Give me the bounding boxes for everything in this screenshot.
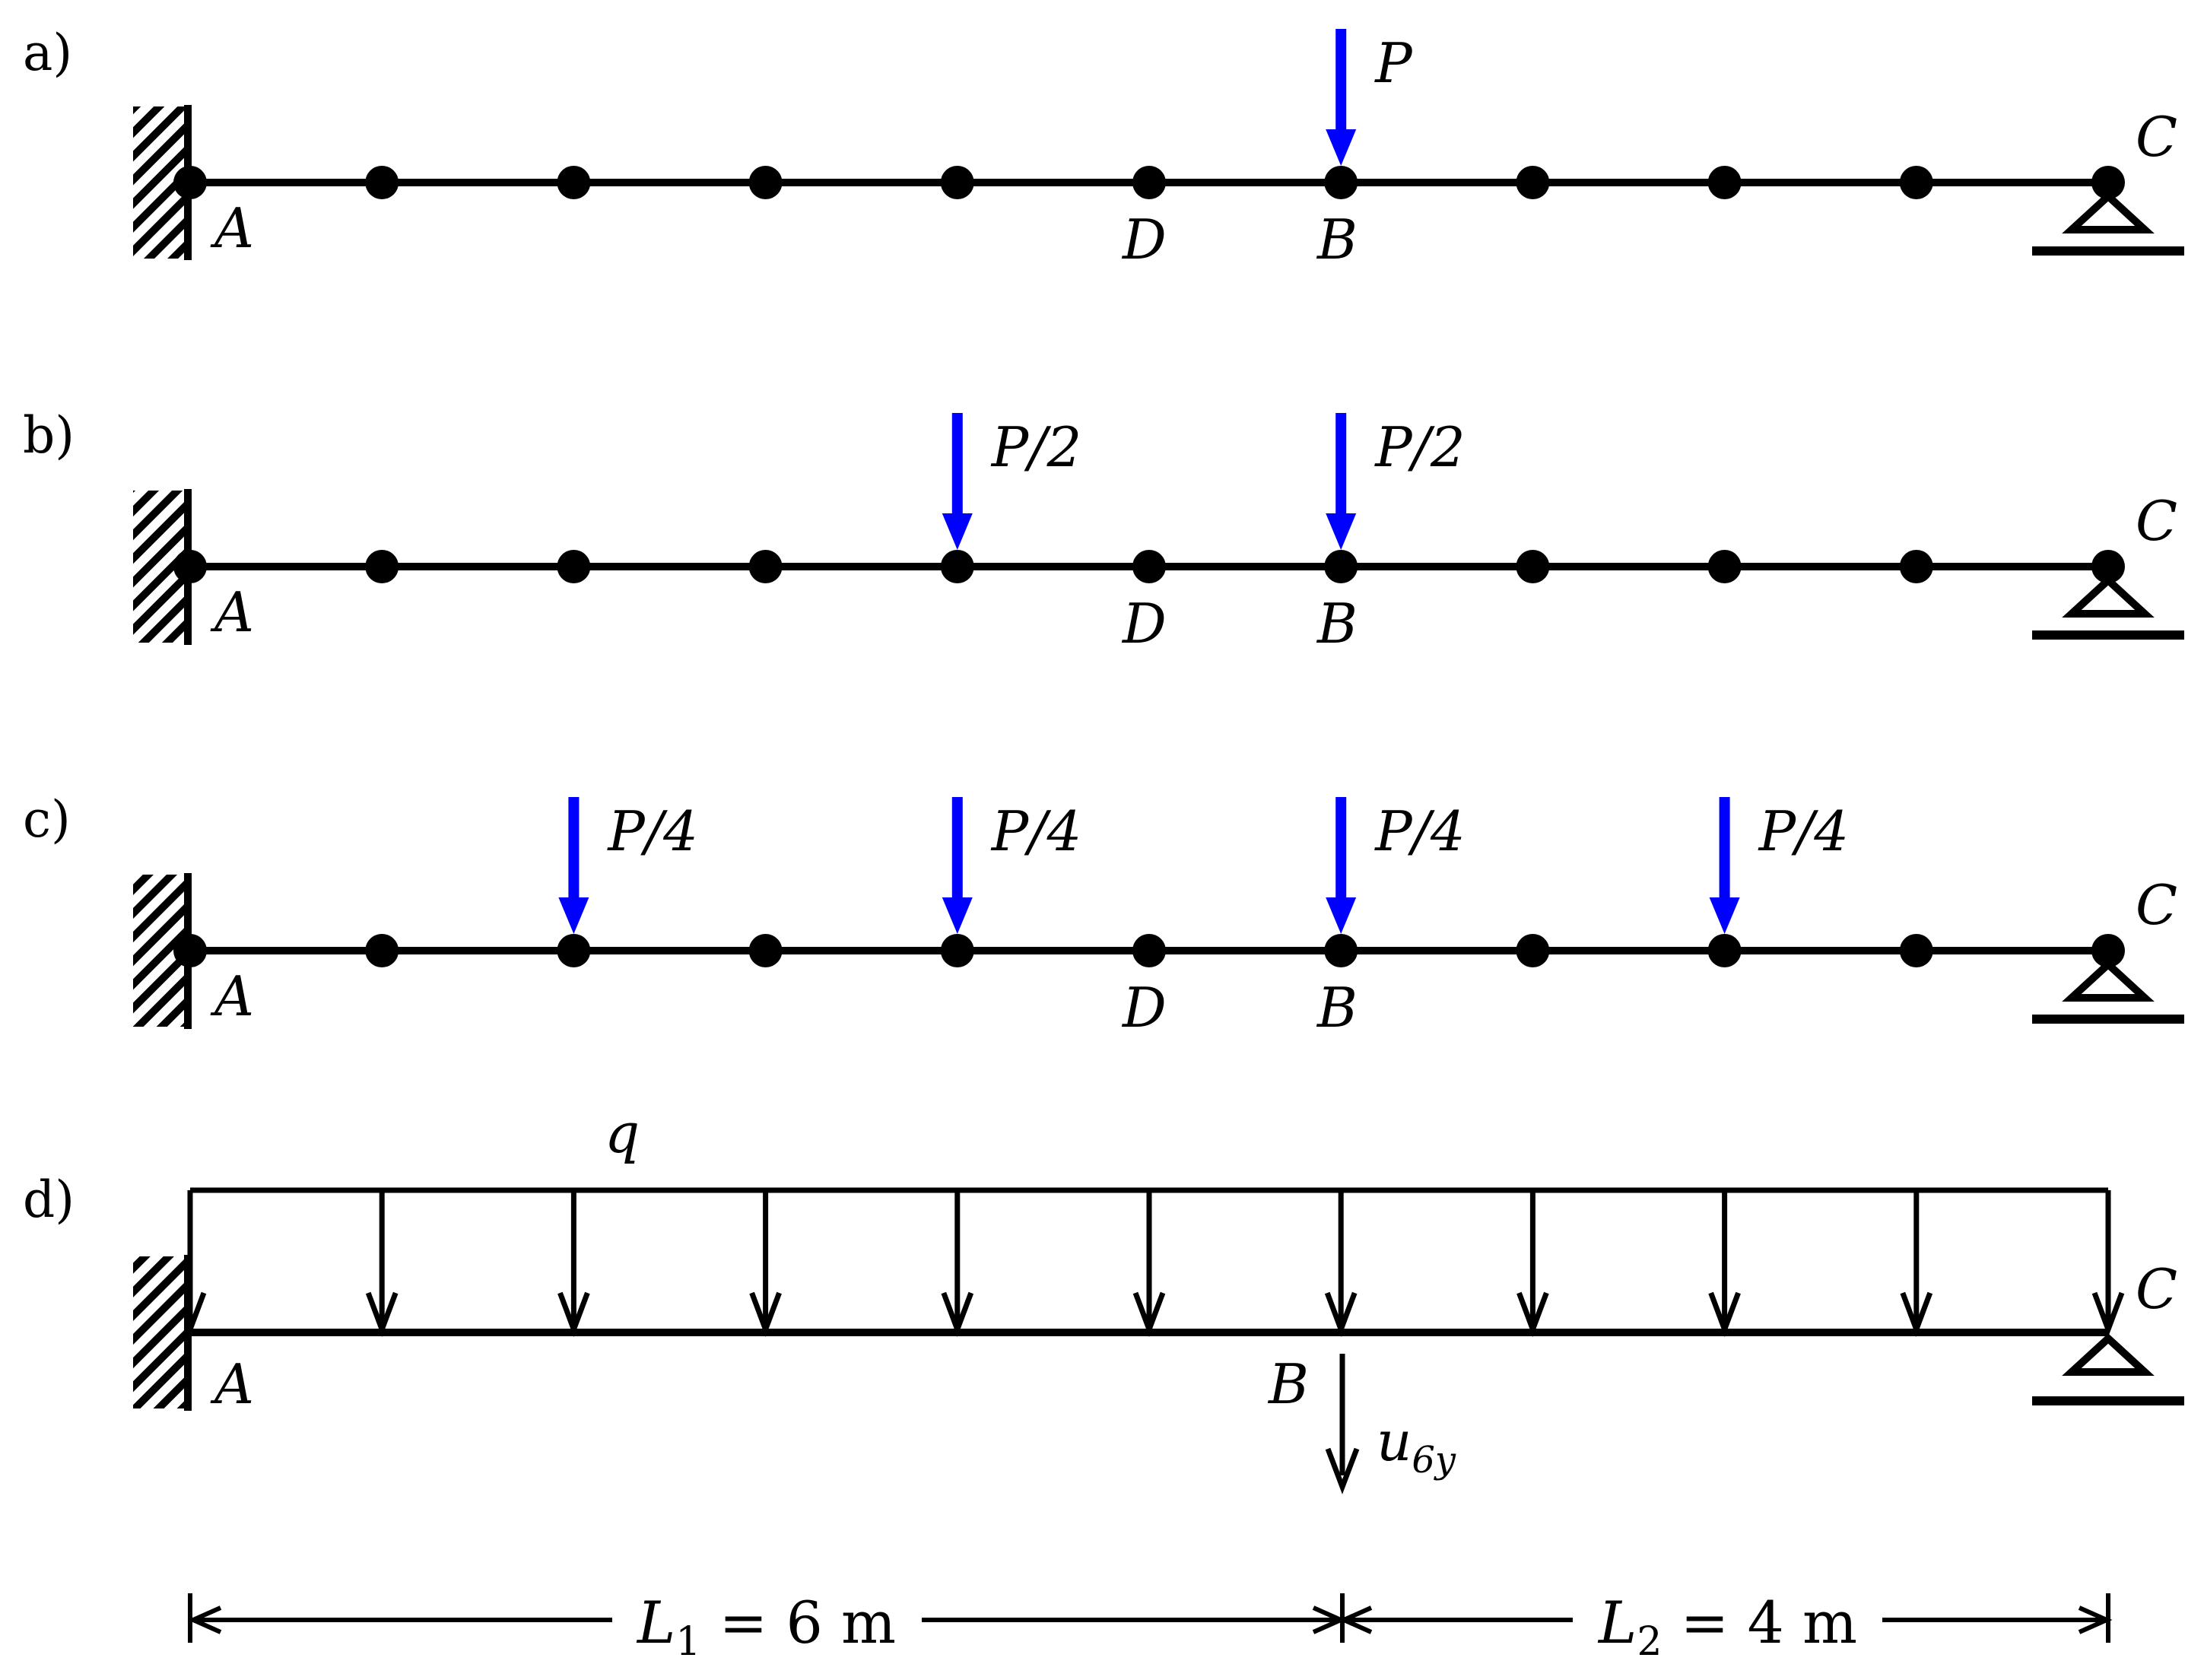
point-label-a: A	[210, 1352, 254, 1416]
q-arrow-6	[1324, 1190, 1358, 1337]
fixed-support-hatch	[133, 1256, 188, 1408]
point-label-d: D	[1121, 976, 1167, 1040]
point-load-label-1: P/2	[1374, 415, 1466, 479]
nodes	[173, 550, 2125, 583]
point-load-label-0: P/4	[606, 799, 698, 863]
point-label-a: A	[210, 196, 254, 260]
node-2	[557, 166, 591, 199]
point-load-arrow-1	[1326, 413, 1357, 550]
node-4	[940, 166, 974, 199]
point-label-c: C	[2136, 1257, 2177, 1321]
q-arrow-2	[557, 1190, 590, 1337]
point-label-c: C	[2136, 105, 2177, 169]
node-2	[557, 550, 591, 583]
node-5	[1132, 550, 1166, 583]
point-label-c: C	[2136, 489, 2177, 553]
node-6	[1324, 934, 1358, 967]
point-label-b: B	[1316, 208, 1358, 272]
node-7	[1516, 934, 1550, 967]
node-5	[1132, 166, 1166, 199]
displacement-arrow	[1325, 1354, 1360, 1494]
node-6	[1324, 550, 1358, 583]
panel-a: a) A D B C P	[23, 24, 2184, 272]
node-1	[365, 550, 399, 583]
point-load-arrow-0	[1326, 29, 1357, 166]
q-arrow-1	[365, 1190, 399, 1337]
point-loads: P	[1326, 29, 1413, 166]
node-8	[1707, 934, 1742, 967]
point-load-label-0: P	[1374, 31, 1413, 95]
node-9	[1899, 934, 1933, 967]
displacement-label: u6y	[1377, 1409, 1456, 1482]
point-loads: P/4 P/4 P/4 P/4	[558, 797, 1849, 934]
distributed-load-label: q	[605, 1101, 640, 1165]
point-label-b: B	[1267, 1352, 1309, 1416]
node-7	[1516, 166, 1550, 199]
panel-label: d)	[23, 1170, 75, 1229]
nodes	[173, 166, 2125, 199]
point-load-label-0: P/2	[990, 415, 1082, 479]
point-load-arrow-3	[1709, 797, 1740, 934]
panel-label: c)	[23, 790, 71, 849]
panel-label: b)	[23, 406, 75, 465]
point-load-arrow-1	[942, 797, 973, 934]
point-load-arrow-0	[942, 413, 973, 550]
dim-label-l1: L1 = 6 m	[636, 1589, 896, 1665]
point-load-label-1: P/4	[990, 799, 1082, 863]
point-loads: P/2 P/2	[942, 413, 1466, 550]
node-6	[1324, 166, 1358, 199]
q-arrow-9	[1900, 1190, 1933, 1337]
roller-support	[2032, 959, 2184, 1024]
panel-c: c) A D B C P/4 P/4 P/4 P/4	[23, 790, 2184, 1040]
panel-label: a)	[23, 24, 72, 82]
point-label-a: A	[210, 580, 254, 644]
q-arrow-3	[749, 1190, 782, 1337]
nodes	[173, 934, 2125, 967]
point-label-a: A	[210, 964, 254, 1028]
node-0	[173, 550, 207, 583]
point-label-d: D	[1121, 208, 1167, 272]
node-4	[940, 550, 974, 583]
q-arrow-8	[1708, 1190, 1741, 1337]
node-3	[748, 550, 783, 583]
node-1	[365, 166, 399, 199]
roller-support	[2032, 1333, 2184, 1405]
panel-b: b) A D B C P/2 P/2	[23, 406, 2184, 656]
node-7	[1516, 550, 1550, 583]
point-load-arrow-2	[1326, 797, 1357, 934]
node-9	[1899, 550, 1933, 583]
point-label-d: D	[1121, 592, 1167, 656]
roller-support	[2032, 575, 2184, 640]
node-4	[940, 934, 974, 967]
node-9	[1899, 166, 1933, 199]
roller-support	[2032, 191, 2184, 256]
point-label-c: C	[2136, 873, 2177, 937]
node-10	[2091, 934, 2125, 967]
q-arrow-7	[1516, 1190, 1549, 1337]
node-3	[748, 934, 783, 967]
node-3	[748, 166, 783, 199]
q-arrow-4	[941, 1190, 974, 1337]
panel-d: d) q A B C u6y	[23, 1101, 2184, 1494]
q-arrow-5	[1132, 1190, 1166, 1337]
point-label-b: B	[1316, 592, 1358, 656]
node-10	[2091, 166, 2125, 199]
point-load-label-3: P/4	[1758, 799, 1850, 863]
node-0	[173, 934, 207, 967]
dimension-lines: L1 = 6 m L2 = 4 m	[187, 1589, 2113, 1665]
point-load-label-2: P/4	[1374, 799, 1466, 863]
node-2	[557, 934, 591, 967]
point-label-b: B	[1316, 976, 1358, 1040]
node-8	[1707, 550, 1742, 583]
point-load-arrow-0	[558, 797, 589, 934]
node-0	[173, 166, 207, 199]
node-5	[1132, 934, 1166, 967]
node-8	[1707, 166, 1742, 199]
node-10	[2091, 550, 2125, 583]
dim-label-l2: L2 = 4 m	[1597, 1589, 1857, 1665]
q-arrow-10	[2091, 1190, 2125, 1337]
node-1	[365, 934, 399, 967]
distributed-load-arrows	[173, 1190, 2125, 1337]
